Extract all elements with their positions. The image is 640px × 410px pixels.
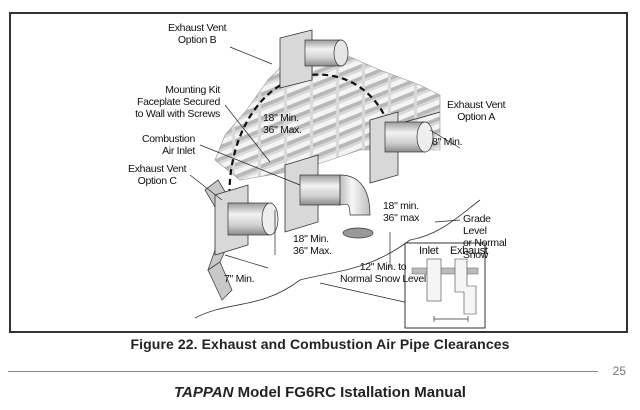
exhaust-vent-option-c <box>214 184 279 256</box>
leader-lines <box>189 46 461 305</box>
label-line: Option C <box>137 175 177 187</box>
clearance-arc <box>228 73 397 206</box>
inset-detail <box>404 242 486 329</box>
label-line: 18" min. <box>383 200 419 212</box>
label-line: Grade <box>463 213 491 225</box>
brick-wall <box>214 47 441 181</box>
label-exhaust-vent-option-b: Exhaust Vent Option B <box>168 22 227 46</box>
label-dim-7-min: 7" Min. <box>224 273 255 285</box>
vent-clearance-diagram <box>189 29 486 329</box>
brand-name: TAPPAN <box>174 384 234 401</box>
label-line: Exhaust Vent <box>168 22 227 34</box>
label-inset-exhaust: Exhaust <box>450 245 488 257</box>
exhaust-vent-option-a <box>369 111 434 184</box>
label-exhaust-vent-option-c: Exhaust Vent Option C <box>128 163 187 187</box>
label-line: Level <box>463 225 487 237</box>
label-line: Snow <box>463 249 489 261</box>
label-dim-8-min: 8" Min. <box>432 136 463 148</box>
label-line: Exhaust Vent <box>128 163 187 175</box>
label-dim-18-36-lower: 18" Min. 36" Max. <box>293 233 332 257</box>
label-line: Exhaust Vent <box>447 99 506 111</box>
combustion-air-inlet <box>284 154 374 239</box>
label-exhaust-vent-option-a: Exhaust Vent Option A <box>447 99 506 123</box>
label-grade-level: Grade Level or Normal Snow <box>463 213 507 261</box>
label-line: Normal Snow Level <box>340 273 426 285</box>
label-dim-18-36-upper: 18" Min. 36" Max. <box>263 112 302 136</box>
label-line: 12" Min. to <box>359 261 407 273</box>
ground-line <box>194 199 481 319</box>
label-line: Option B <box>177 34 217 46</box>
label-line: Faceplate Secured <box>136 96 220 108</box>
manual-title-text: Model FG6RC Istallation Manual <box>233 384 466 401</box>
label-line: Combustion <box>141 133 195 145</box>
manual-title: TAPPAN Model FG6RC Istallation Manual <box>0 384 640 401</box>
label-line: Air Inlet <box>162 145 195 157</box>
label-inset-inlet: Inlet <box>419 245 439 257</box>
label-line: 18" Min. <box>293 233 329 245</box>
label-line: Mounting Kit <box>165 84 220 96</box>
label-dim-18-36-right: 18" min. 36" max <box>383 200 419 224</box>
label-dim-12-min: 12" Min. to Normal Snow Level <box>340 261 426 285</box>
label-combustion-air-inlet: Combustion Air Inlet <box>120 133 195 157</box>
label-line: or Normal <box>463 237 507 249</box>
label-line: 36" Max. <box>293 245 332 257</box>
label-line: 36" max <box>383 212 420 224</box>
exhaust-vent-option-b <box>279 29 349 89</box>
page-number: 25 <box>612 364 626 378</box>
label-line: Option A <box>457 111 496 123</box>
label-mounting-kit: Mounting Kit Faceplate Secured to Wall w… <box>120 84 220 120</box>
label-line: 36" Max. <box>263 124 302 136</box>
figure-caption: Figure 22. Exhaust and Combustion Air Pi… <box>130 336 510 352</box>
label-line: to Wall with Screws <box>135 108 220 120</box>
label-line: 18" Min. <box>263 112 299 124</box>
footer-divider <box>8 371 598 372</box>
